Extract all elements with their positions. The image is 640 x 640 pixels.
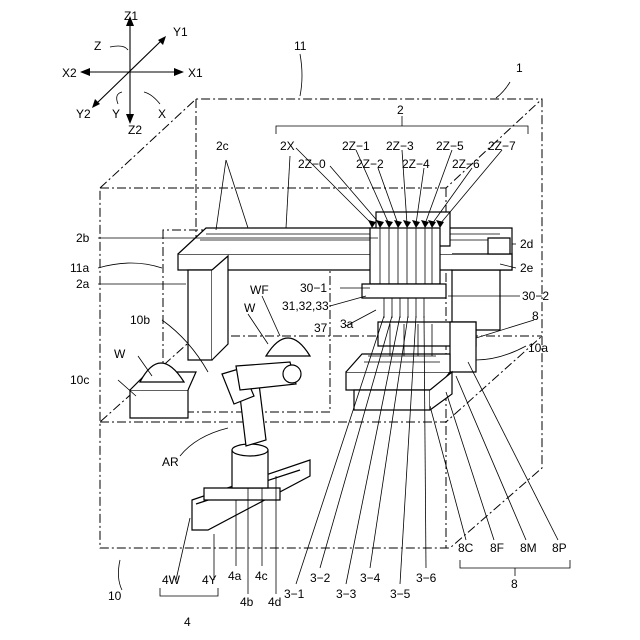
label-10: 10 bbox=[108, 589, 122, 603]
label-4c: 4c bbox=[255, 569, 268, 583]
label-3-4: 3−4 bbox=[360, 571, 381, 585]
label-ar: AR bbox=[162, 455, 179, 469]
label-2b: 2b bbox=[76, 231, 90, 245]
label-10c: 10c bbox=[70, 373, 89, 387]
label-3a: 3a bbox=[340, 317, 354, 331]
nozzle-head bbox=[362, 212, 450, 318]
label-2z-0: 2Z−0 bbox=[298, 157, 326, 171]
label-2z-5: 2Z−5 bbox=[436, 139, 464, 153]
label-8f: 8F bbox=[490, 541, 504, 555]
label-37: 37 bbox=[314, 321, 328, 335]
label-31-32-33: 31,32,33 bbox=[282, 299, 329, 313]
label-wf: WF bbox=[250, 283, 269, 297]
label-2z-7: 2Z−7 bbox=[488, 139, 516, 153]
robot-4 bbox=[192, 362, 310, 530]
axis-z1-label: Z1 bbox=[124, 9, 138, 23]
axis-x1-label: X1 bbox=[188, 66, 203, 80]
label-2d: 2d bbox=[520, 237, 533, 251]
axis-x-label: X bbox=[158, 107, 166, 121]
label-30-1: 30−1 bbox=[300, 281, 327, 295]
label-11: 11 bbox=[294, 39, 307, 53]
label-30-2: 30−2 bbox=[522, 289, 549, 303]
label-8p: 8P bbox=[552, 541, 567, 555]
label-3-2: 3−2 bbox=[310, 571, 331, 585]
label-3-3: 3−3 bbox=[336, 587, 357, 601]
label-2z-4: 2Z−4 bbox=[402, 157, 430, 171]
axis-z2-label: Z2 bbox=[128, 123, 142, 137]
coordinate-axes bbox=[80, 16, 184, 124]
axis-z-label: Z bbox=[94, 39, 101, 53]
label-2: 2 bbox=[397, 103, 404, 117]
axis-y-label: Y bbox=[112, 107, 120, 121]
label-10a: 10a bbox=[528, 341, 548, 355]
label-1: 1 bbox=[516, 61, 523, 75]
label-3-6: 3−6 bbox=[416, 571, 437, 585]
label-8c: 8C bbox=[458, 541, 474, 555]
label-4w: 4W bbox=[162, 573, 181, 587]
label-10b: 10b bbox=[130, 313, 150, 327]
label-w-table: W bbox=[114, 347, 126, 361]
label-8-bottom: 8 bbox=[511, 577, 518, 591]
label-8-top: 8 bbox=[532, 309, 539, 323]
axis-x2-label: X2 bbox=[62, 66, 77, 80]
label-2a: 2a bbox=[76, 277, 90, 291]
label-4: 4 bbox=[184, 615, 191, 629]
label-4a: 4a bbox=[228, 569, 242, 583]
label-8m: 8M bbox=[520, 541, 537, 555]
label-4b: 4b bbox=[240, 595, 254, 609]
axis-y1-label: Y1 bbox=[173, 25, 188, 39]
label-w-robot: W bbox=[244, 301, 256, 315]
label-3-5: 3−5 bbox=[390, 587, 411, 601]
label-2z-6: 2Z−6 bbox=[452, 157, 480, 171]
label-2x: 2X bbox=[280, 139, 295, 153]
label-2e: 2e bbox=[520, 261, 534, 275]
label-2c: 2c bbox=[216, 139, 229, 153]
label-4y: 4Y bbox=[202, 573, 217, 587]
label-3-1: 3−1 bbox=[284, 587, 305, 601]
label-2z-3: 2Z−3 bbox=[386, 139, 414, 153]
label-2z-1: 2Z−1 bbox=[342, 139, 370, 153]
axis-y2-label: Y2 bbox=[76, 107, 91, 121]
label-2z-2: 2Z−2 bbox=[356, 157, 384, 171]
label-11a: 11a bbox=[70, 261, 89, 275]
label-4d: 4d bbox=[268, 595, 281, 609]
